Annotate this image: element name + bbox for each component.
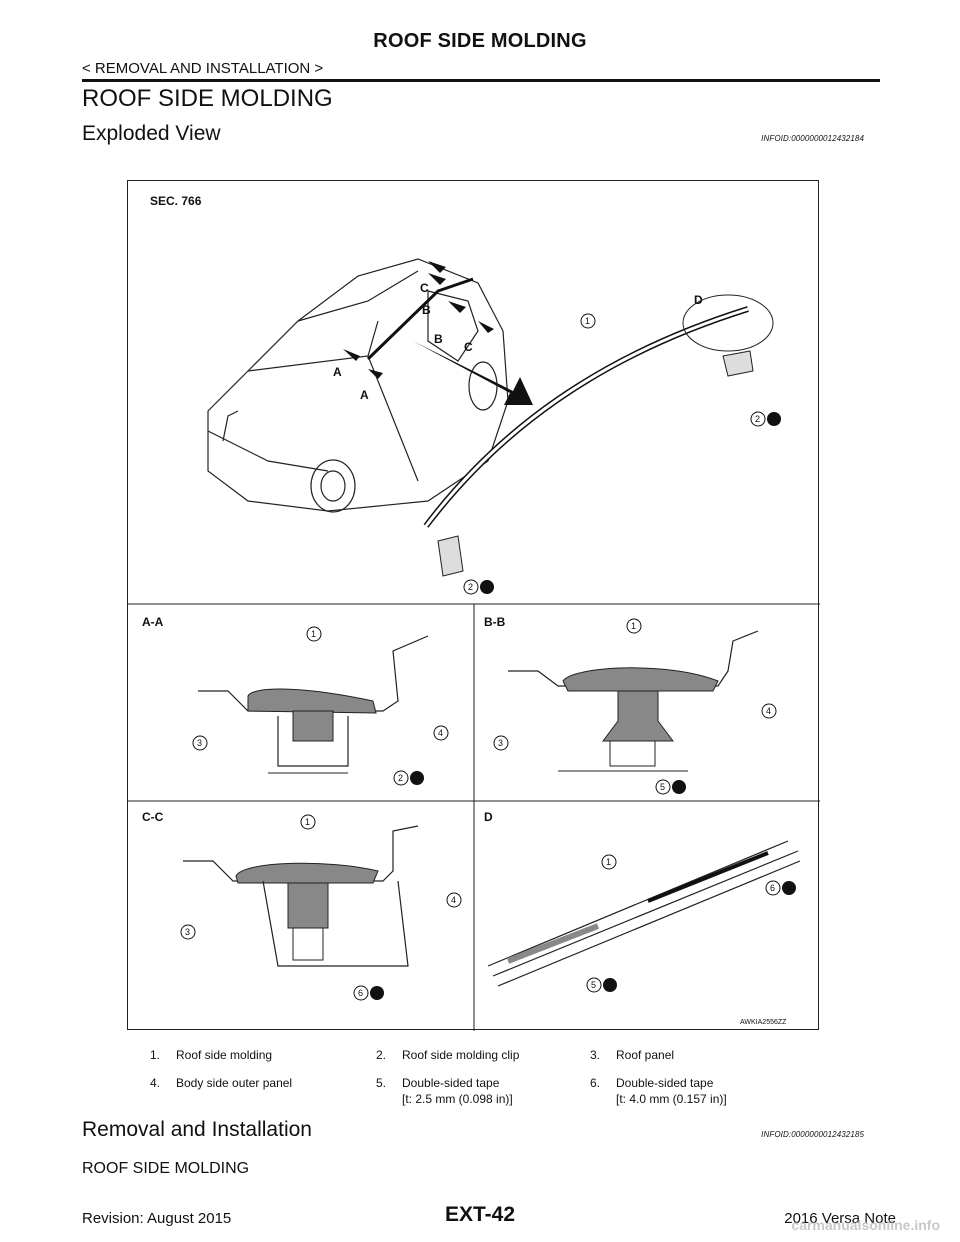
svg-text:1: 1: [606, 857, 611, 867]
breadcrumb[interactable]: < REMOVAL AND INSTALLATION >: [82, 60, 324, 77]
section-aa-drawing: [198, 635, 429, 774]
clip-bottom: [437, 535, 464, 577]
clip-top: [722, 350, 754, 377]
section-d-drawing: [487, 840, 801, 987]
footer-model: 2016 Versa Note: [784, 1210, 896, 1227]
page-header-title: ROOF SIDE MOLDING: [373, 30, 587, 52]
figure-drawing: SEC. 766 A A B B C C D 1: [128, 194, 820, 1031]
marker-a1: A: [333, 365, 342, 379]
car-roof-molding: [366, 277, 474, 361]
direction-arrow: [413, 341, 533, 405]
removal-body: ROOF SIDE MOLDING: [82, 1160, 250, 1177]
footer-page-number: EXT-42: [444, 1203, 516, 1226]
legend-item: 2.Roof side molding clip: [376, 1048, 520, 1062]
exploded-view-figure: SEC. 766 A A B B C C D 1: [127, 180, 820, 1031]
marker-c2: C: [464, 340, 473, 354]
exploded-view-heading: Exploded View: [82, 122, 221, 145]
figure-code: AWKIA2556ZZ: [740, 1019, 787, 1026]
legend-item: 1.Roof side molding: [150, 1048, 273, 1062]
legend-item: 6.Double-sided tape [t: 4.0 mm (0.157 in…: [590, 1076, 727, 1106]
svg-text:6: 6: [770, 883, 775, 893]
molding-exploded: [423, 306, 749, 528]
detail-d-circle: [682, 294, 774, 352]
section-markers: A A B B C C D: [333, 261, 703, 402]
removal-infoid: INFOID:0000000012432185: [761, 1130, 864, 1139]
svg-text:5: 5: [591, 980, 596, 990]
svg-text:2: 2: [398, 773, 403, 783]
marker-a2: A: [360, 388, 369, 402]
svg-text:4: 4: [451, 895, 456, 905]
section-cc-drawing: [183, 825, 419, 967]
watermark: carmanualsonline.info: [791, 1217, 940, 1233]
svg-text:4: 4: [766, 706, 771, 716]
header-divider: [82, 79, 880, 82]
marker-b2: B: [434, 332, 443, 346]
svg-text:2: 2: [755, 414, 760, 424]
sec-label: SEC. 766: [150, 194, 202, 208]
svg-text:4: 4: [438, 728, 443, 738]
view-label-cc: C-C: [142, 810, 164, 824]
svg-text:5: 5: [660, 782, 665, 792]
exploded-view-infoid: INFOID:0000000012432184: [761, 134, 864, 143]
section-bb-drawing: [508, 630, 759, 772]
view-label-d: D: [484, 810, 493, 824]
svg-text:1: 1: [305, 817, 310, 827]
svg-text:1: 1: [631, 621, 636, 631]
svg-text:1: 1: [311, 629, 316, 639]
marker-c1: C: [420, 281, 429, 295]
svg-text:6: 6: [358, 988, 363, 998]
removal-heading: Removal and Installation: [82, 1118, 312, 1141]
legend-item: 3.Roof panel: [590, 1048, 675, 1062]
svg-text:2: 2: [468, 582, 473, 592]
legend-item: 5.Double-sided tape [t: 2.5 mm (0.098 in…: [376, 1076, 513, 1106]
car-illustration: [207, 258, 509, 513]
svg-text:3: 3: [185, 927, 190, 937]
svg-text:3: 3: [197, 738, 202, 748]
section-callouts: 1 3 4 2 1 3 4 5 1 3 4 6 1 6 5: [180, 618, 796, 1001]
view-label-aa: A-A: [142, 615, 164, 629]
svg-text:3: 3: [498, 738, 503, 748]
main-callouts: 1 2 2: [463, 313, 781, 595]
marker-d: D: [694, 293, 703, 307]
svg-text:1: 1: [585, 316, 590, 326]
legend-item: 4.Body side outer panel: [150, 1076, 293, 1090]
marker-b1: B: [422, 303, 431, 317]
footer-revision: Revision: August 2015: [82, 1210, 232, 1227]
view-label-bb: B-B: [484, 615, 506, 629]
molding-exploded-inner: [424, 307, 749, 527]
section-title: ROOF SIDE MOLDING: [82, 85, 333, 112]
